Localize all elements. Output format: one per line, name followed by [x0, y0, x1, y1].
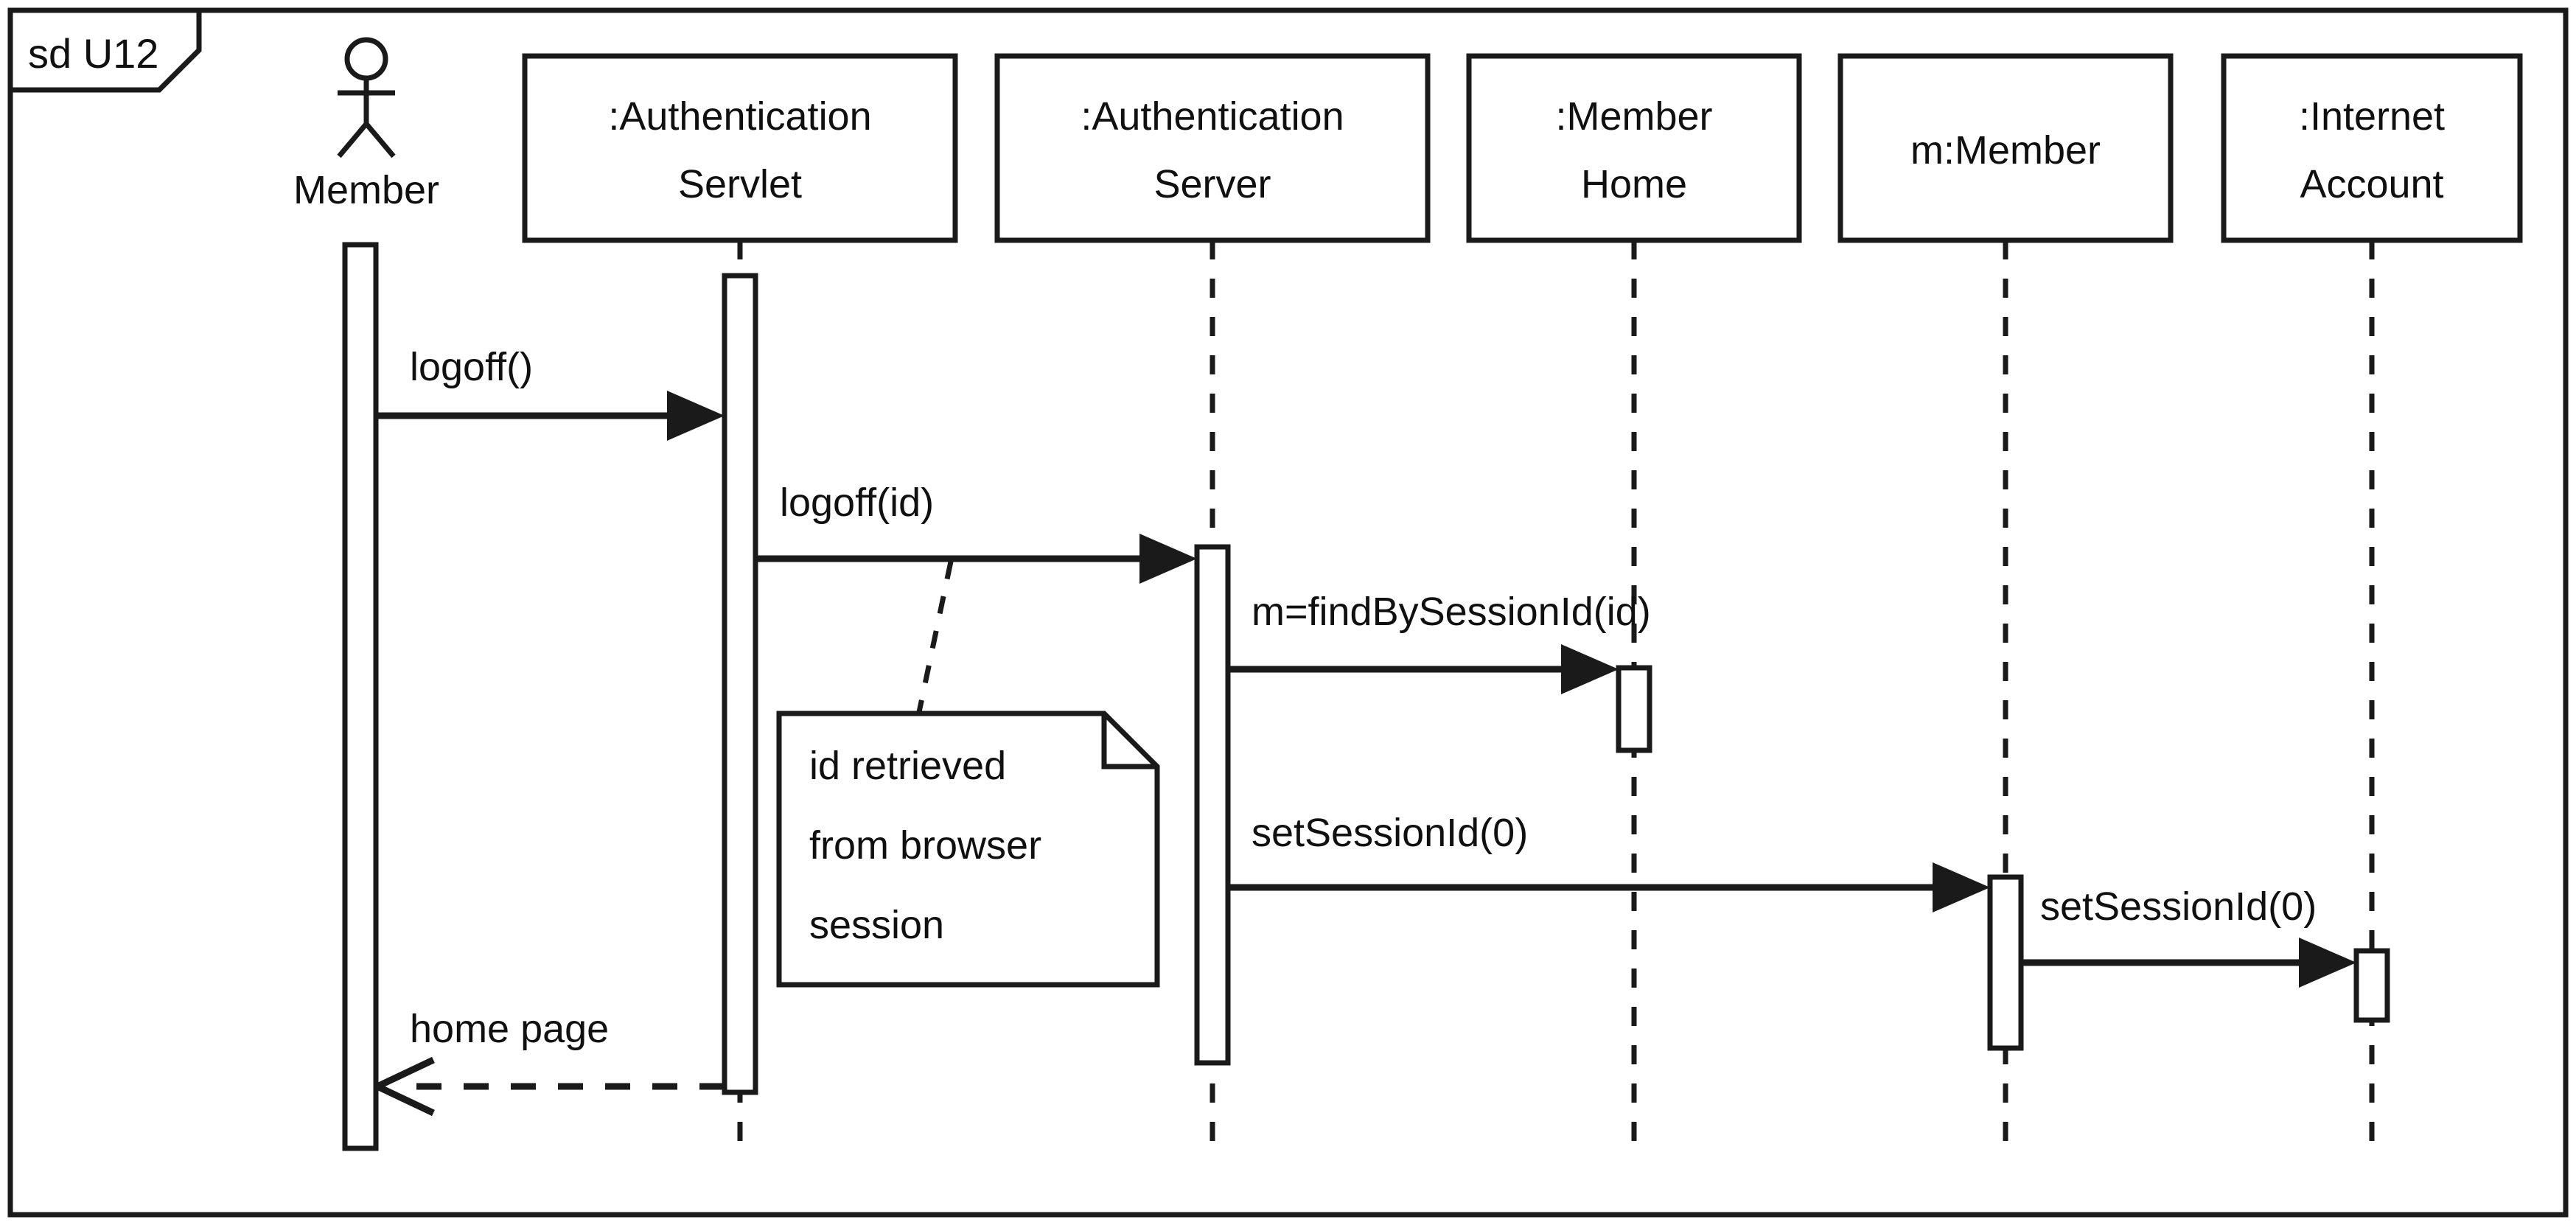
stick-figure-actor-icon [337, 37, 396, 158]
lifeline-head-m-member[interactable] [1837, 53, 2174, 243]
note-line-3: session [809, 903, 944, 947]
message-set-session-id-m-member[interactable]: setSessionId(0) [1229, 811, 1990, 912]
lifeline-label-member-home-line2: Home [1581, 162, 1687, 206]
lifeline-label-auth-server-line2: Server [1153, 162, 1271, 206]
note-id-retrieved[interactable]: id retrieved from browser session [776, 711, 1160, 988]
lifeline-head-member-home[interactable] [1466, 53, 1802, 243]
activation-bar-m-member [1987, 874, 2024, 1051]
message-label-logoff: logoff() [410, 345, 533, 389]
lifeline-label-auth-server-line1: :Authentication [1081, 94, 1344, 139]
lifeline-head-internet-account[interactable] [2221, 53, 2523, 243]
message-find-by-session-id[interactable]: m=findBySessionId(id) [1229, 590, 1651, 694]
message-logoff-id[interactable]: logoff(id) [757, 481, 1197, 584]
activation-bar-auth-servlet [722, 273, 758, 1095]
lifeline-label-auth-servlet-line1: :Authentication [608, 94, 871, 139]
lifeline-internet-account[interactable]: :Internet Account [2221, 53, 2523, 1148]
arrowhead-filled-find-by-session-id [1561, 644, 1619, 694]
lifeline-label-m-member: m:Member [1910, 128, 2101, 172]
lifeline-member-home[interactable]: :Member Home [1466, 53, 1802, 1148]
lifeline-label-auth-servlet-line2: Servlet [678, 162, 802, 206]
arrowhead-open-home-page [376, 1056, 435, 1117]
message-label-set-session-id-2: setSessionId(0) [2040, 884, 2317, 929]
note-line-2: from browser [809, 823, 1041, 868]
activation-bar-member-home [1616, 665, 1652, 753]
message-label-set-session-id-1: setSessionId(0) [1252, 811, 1528, 855]
message-label-find-by-session-id: m=findBySessionId(id) [1252, 590, 1651, 634]
lifeline-head-auth-servlet[interactable] [522, 53, 958, 243]
activation-bar-member [342, 242, 379, 1151]
lifeline-m-member[interactable]: m:Member [1837, 53, 2174, 1148]
note-line-1: id retrieved [809, 744, 1006, 788]
lifeline-label-member: Member [293, 168, 439, 212]
lifeline-auth-servlet[interactable]: :Authentication Servlet [522, 53, 958, 1148]
lifeline-label-member-home-line1: :Member [1555, 94, 1712, 139]
lifeline-label-internet-account-line2: Account [2300, 162, 2443, 206]
frame-name-pentagon [7, 7, 202, 93]
message-set-session-id-internet-account[interactable]: setSessionId(0) [2022, 884, 2356, 988]
message-home-page[interactable]: home page [376, 1007, 725, 1117]
lifeline-auth-server[interactable]: :Authentication Server [994, 53, 1431, 1148]
activation-bar-internet-account [2353, 948, 2390, 1023]
lifeline-head-auth-server[interactable] [994, 53, 1431, 243]
note-anchor-line [916, 561, 954, 713]
lifeline-member[interactable]: Member [293, 37, 439, 1151]
arrowhead-filled-set-session-id-1 [1933, 862, 1990, 912]
note-dog-ear-icon [1101, 713, 1157, 769]
message-logoff[interactable]: logoff() [377, 345, 725, 441]
activation-bar-auth-server [1194, 544, 1231, 1066]
arrowhead-filled-set-session-id-2 [2299, 938, 2356, 988]
arrowhead-filled-logoff-id [1139, 534, 1197, 584]
message-label-logoff-id: logoff(id) [780, 481, 934, 525]
message-label-home-page: home page [410, 1007, 609, 1051]
frame-label: sd U12 [28, 30, 158, 77]
lifeline-label-internet-account-line1: :Internet [2299, 94, 2445, 139]
note-body [776, 711, 1160, 988]
arrowhead-filled-logoff [667, 391, 725, 441]
